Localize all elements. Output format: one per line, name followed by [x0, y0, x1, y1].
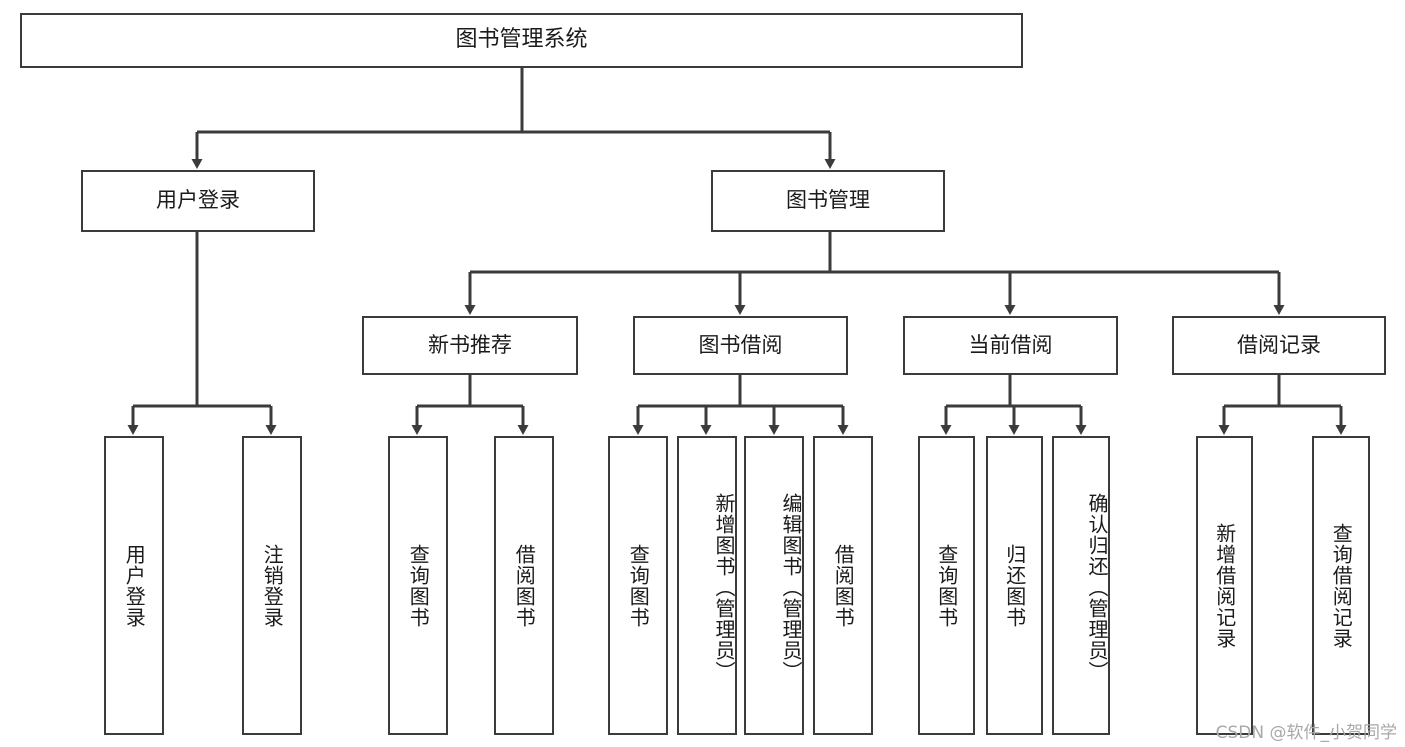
node-root-system[interactable]: 图书管理系统 — [20, 13, 1023, 68]
node-label: 图书管理系统 — [455, 27, 588, 53]
node-user-login[interactable]: 用户登录 — [81, 170, 315, 232]
node-label: 编辑图书（管理员） — [779, 493, 803, 682]
csdn-watermark: CSDN @软件_小贺同学 — [1215, 723, 1397, 743]
leaf-book-borrow-edit[interactable]: 编辑图书（管理员） — [744, 436, 804, 735]
node-new-book-recommend[interactable]: 新书推荐 — [362, 316, 578, 375]
node-label: 查询图书 — [934, 543, 959, 628]
node-label: 新增借阅记录 — [1212, 522, 1237, 649]
node-current-borrow[interactable]: 当前借阅 — [903, 316, 1118, 375]
node-label: 当前借阅 — [968, 332, 1053, 357]
node-label: 用户登录 — [156, 188, 240, 213]
node-label: 图书借阅 — [698, 332, 783, 357]
node-label: 查询借阅记录 — [1329, 522, 1354, 649]
node-label: 确认归还（管理员） — [1085, 493, 1109, 682]
leaf-borrow-record-add[interactable]: 新增借阅记录 — [1196, 436, 1253, 735]
node-label: 查询图书 — [626, 543, 651, 628]
node-label: 借阅图书 — [831, 543, 856, 628]
node-borrow-record[interactable]: 借阅记录 — [1172, 316, 1386, 375]
leaf-new-book-query[interactable]: 查询图书 — [388, 436, 448, 735]
leaf-book-borrow-add[interactable]: 新增图书（管理员） — [677, 436, 737, 735]
node-label: 借阅图书 — [512, 543, 537, 628]
leaf-user-login-logout[interactable]: 注销登录 — [242, 436, 302, 735]
leaf-current-borrow-return[interactable]: 归还图书 — [986, 436, 1043, 735]
leaf-new-book-borrow[interactable]: 借阅图书 — [494, 436, 554, 735]
node-book-management[interactable]: 图书管理 — [711, 170, 945, 232]
leaf-current-borrow-query[interactable]: 查询图书 — [918, 436, 975, 735]
node-label: 借阅记录 — [1237, 332, 1321, 357]
node-label: 新书推荐 — [428, 332, 512, 357]
node-label: 新增图书（管理员） — [712, 493, 736, 682]
node-label: 查询图书 — [406, 543, 431, 628]
leaf-borrow-record-query[interactable]: 查询借阅记录 — [1312, 436, 1370, 735]
leaf-user-login-login[interactable]: 用户登录 — [104, 436, 164, 735]
node-label: 图书管理 — [786, 188, 870, 213]
node-label: 用户登录 — [122, 543, 147, 628]
node-book-borrow[interactable]: 图书借阅 — [633, 316, 848, 375]
node-label: 归还图书 — [1002, 543, 1027, 628]
leaf-book-borrow-borrow[interactable]: 借阅图书 — [813, 436, 873, 735]
node-label: 注销登录 — [260, 543, 285, 628]
leaf-book-borrow-query[interactable]: 查询图书 — [608, 436, 668, 735]
leaf-current-borrow-confirm-return[interactable]: 确认归还（管理员） — [1052, 436, 1110, 735]
